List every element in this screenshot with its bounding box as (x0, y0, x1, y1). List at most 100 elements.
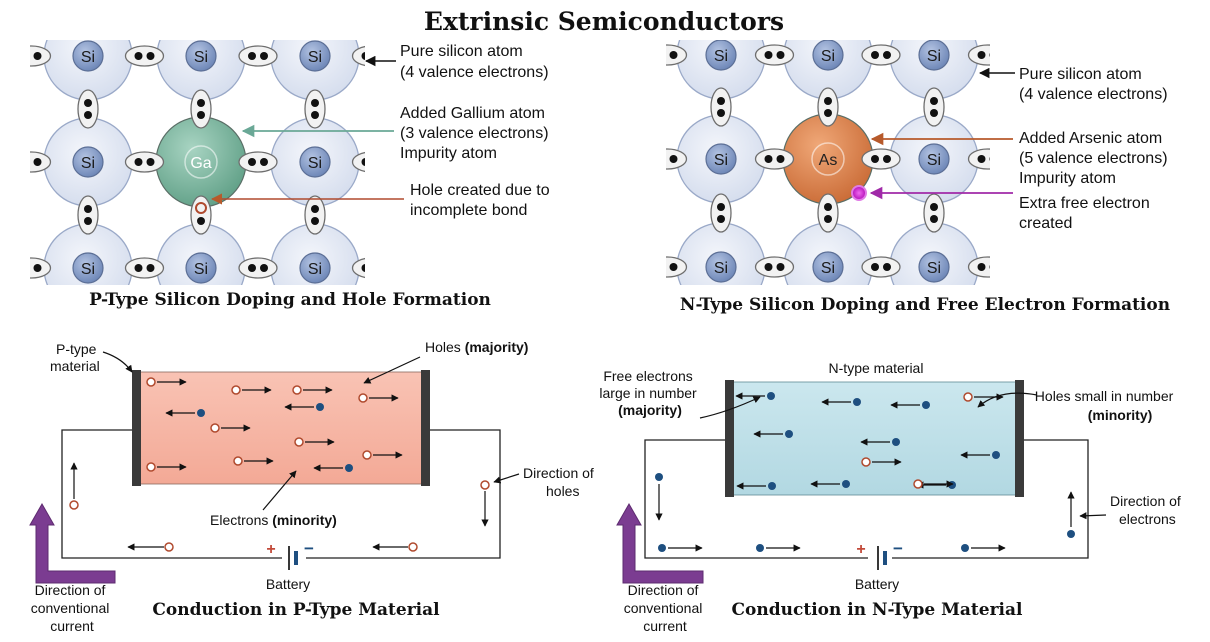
electron-carrier (768, 482, 776, 490)
valence-electron (764, 51, 773, 59)
electron-carrier (948, 481, 956, 489)
n-left-electrode (725, 380, 734, 497)
covalent-bond (818, 0, 838, 22)
valence-electron (197, 0, 205, 1)
covalent-bond (30, 45, 52, 67)
p-direction-holes-label: Direction of holes (523, 465, 598, 499)
valence-electron (717, 109, 725, 117)
p-conventional-current-arrow (29, 502, 116, 584)
covalent-bond (666, 148, 688, 170)
n-right-electrode (1015, 380, 1024, 497)
covalent-bond (710, 87, 732, 127)
valence-electron (134, 158, 143, 166)
hole-carrier (146, 377, 156, 387)
valence-electron (197, 5, 205, 13)
silicon-core (72, 40, 104, 72)
p-type-circuit: + − Battery P-type material Holes (major… (29, 339, 598, 634)
n-battery: + − Battery (855, 539, 903, 592)
n-lattice-caption: N-Type Silicon Doping and Free Electron … (680, 295, 1170, 315)
electron-carrier (853, 398, 861, 406)
p-circuit-wire (61, 429, 501, 559)
hole-carrier (233, 456, 243, 466)
valence-electron (776, 51, 785, 59)
valence-electron (260, 158, 268, 166)
valence-electron (84, 205, 92, 213)
silicon-symbol: Si (308, 49, 322, 66)
n-lattice-annotations: Pure silicon atom (4 valence electrons) … (680, 66, 1172, 315)
valence-electron (134, 52, 143, 60)
n-direction-electrons-label: Direction of electrons (1110, 493, 1185, 527)
silicon-core (918, 251, 950, 283)
valence-electron (33, 158, 42, 166)
silicon-symbol: Si (714, 152, 728, 169)
valence-electron (764, 263, 773, 271)
covalent-bond (817, 87, 839, 127)
arsenic-label: Added Arsenic atom (5 valence electrons)… (1019, 130, 1172, 187)
covalent-bond (754, 44, 795, 66)
hole-carrier (231, 385, 241, 395)
silicon-core (72, 252, 104, 284)
valence-electron (989, 53, 990, 57)
free-electron-label: Extra free electron created (1019, 195, 1154, 232)
covalent-bond (30, 257, 52, 279)
valence-electron (134, 264, 143, 272)
valence-electron (930, 0, 938, 1)
hole-carrier (358, 393, 368, 403)
silicon-core (72, 146, 104, 178)
covalent-bond (351, 45, 365, 67)
valence-electron (871, 155, 879, 163)
valence-electron (146, 52, 155, 60)
silicon-symbol: Si (194, 261, 208, 278)
valence-electron (989, 265, 990, 269)
valence-electron (84, 5, 92, 13)
n-battery-label: Battery (855, 576, 899, 592)
n-type-circuit: + − Battery N-type material Free electro… (599, 360, 1185, 634)
silicon-core (705, 143, 737, 175)
hole-marker (195, 202, 207, 214)
silicon-symbol: Si (927, 260, 941, 277)
valence-electron (22, 52, 30, 60)
wire-hole (69, 500, 79, 510)
valence-electron (197, 111, 205, 119)
valence-electron (717, 203, 725, 211)
valence-electron (930, 215, 938, 223)
valence-electron (764, 155, 773, 163)
valence-electron (311, 99, 319, 107)
covalent-bond (124, 151, 165, 173)
covalent-bond (305, 0, 325, 22)
valence-electron (361, 52, 365, 60)
pure-atom-label: Pure silicon atom (4 valence electrons) (400, 43, 549, 81)
silicon-core (705, 251, 737, 283)
hole-carrier (146, 462, 156, 472)
valence-electron (22, 264, 30, 272)
valence-electron (84, 99, 92, 107)
valence-electron (311, 311, 319, 319)
valence-electron (883, 155, 891, 163)
valence-electron (197, 217, 205, 225)
valence-electron (260, 264, 268, 272)
covalent-bond (666, 256, 688, 278)
page-title: Extrinsic Semiconductors (424, 7, 784, 36)
valence-electron (248, 264, 256, 272)
wire-electron (655, 473, 663, 481)
covalent-bond (78, 0, 98, 22)
valence-electron (146, 264, 155, 272)
covalent-bond (190, 195, 212, 235)
valence-electron (146, 158, 155, 166)
silicon-symbol: Si (81, 155, 95, 172)
covalent-bond (754, 148, 795, 170)
p-right-electrode (421, 370, 430, 486)
valence-electron (776, 263, 785, 271)
valence-electron (871, 51, 879, 59)
silicon-symbol: Si (81, 49, 95, 66)
silicon-symbol: Si (927, 48, 941, 65)
valence-electron (824, 97, 832, 105)
valence-electron (930, 321, 938, 329)
valence-electron (824, 215, 832, 223)
p-battery-label: Battery (266, 576, 310, 592)
p-battery-plus: + (266, 541, 275, 558)
electron-carrier (892, 438, 900, 446)
covalent-bond (861, 148, 901, 170)
valence-electron (84, 323, 92, 331)
covalent-bond (967, 148, 990, 170)
